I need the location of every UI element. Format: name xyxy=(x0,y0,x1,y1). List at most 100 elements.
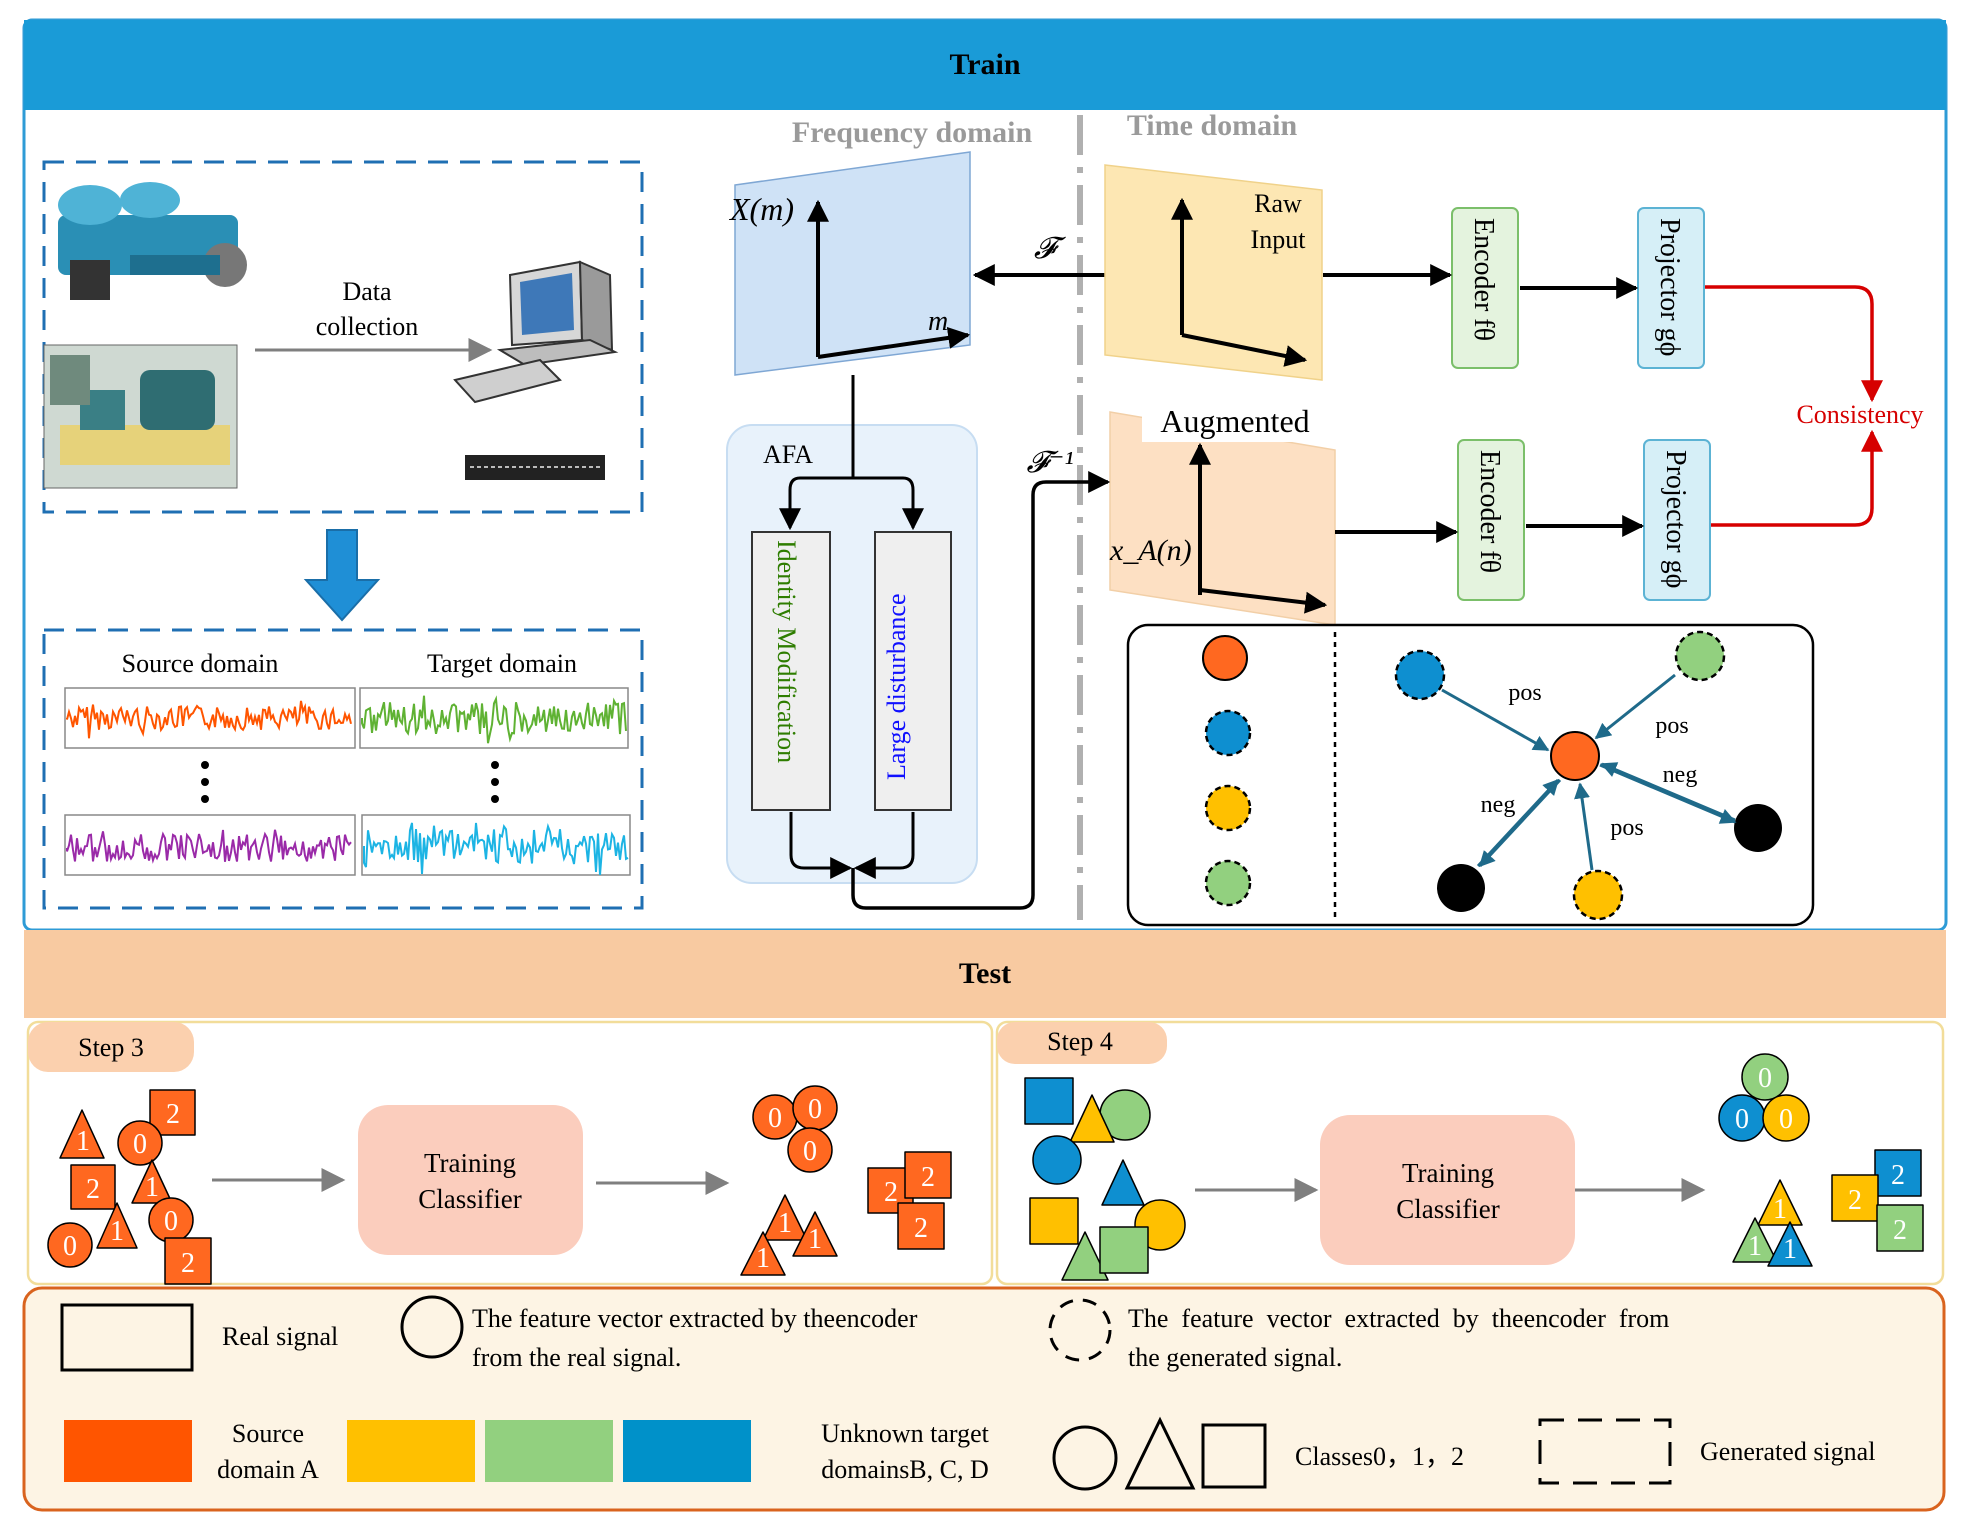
positive-green xyxy=(1674,630,1726,682)
signal-source-orange xyxy=(66,700,352,739)
step3-input-cluster: 1 2 0 2 1 1 0 0 2 xyxy=(47,1089,212,1285)
svg-text:0: 0 xyxy=(1779,1104,1793,1135)
time-domain-title: Time domain xyxy=(1127,109,1298,142)
data-collection-label-line2: collection xyxy=(316,312,419,341)
anchor-orange xyxy=(1550,731,1600,781)
svg-text:0: 0 xyxy=(768,1103,782,1134)
raw-input-plane xyxy=(1104,164,1323,381)
svg-text:0: 0 xyxy=(808,1094,822,1125)
svg-text:1: 1 xyxy=(1783,1234,1797,1265)
train-header-bar xyxy=(24,20,1946,110)
sample-orange xyxy=(1202,635,1248,681)
step4-classifier-label-line2: Classifier xyxy=(1396,1194,1499,1224)
step3-output-cluster: 0 0 0 1 1 1 2 2 2 xyxy=(740,1085,952,1276)
gearbox-rig-image xyxy=(50,175,255,325)
step4-classifier-box xyxy=(1320,1115,1575,1265)
step3-classifier-box xyxy=(358,1105,583,1255)
legend-real-signal-label: Real signal xyxy=(222,1322,338,1351)
computer-icon xyxy=(453,260,619,480)
svg-text:2: 2 xyxy=(1893,1215,1907,1246)
legend-domain-a-line2: domain A xyxy=(217,1455,319,1484)
legend-domain-a-swatch xyxy=(64,1420,192,1482)
encoder-label-aug: Encoder fθ xyxy=(1474,450,1505,573)
svg-text:1: 1 xyxy=(110,1216,124,1247)
motor-bench-image xyxy=(43,344,238,489)
svg-text:1: 1 xyxy=(808,1224,822,1255)
data-collection-box xyxy=(42,160,644,514)
legend-gen-feature-line1: The feature vector extracted by theencod… xyxy=(1128,1304,1669,1333)
legend-unknown-targets-line2: domainsB, C, D xyxy=(821,1455,989,1484)
legend-gen-feature-circle xyxy=(1048,1298,1112,1362)
legend-real-feature-line2: from the real signal. xyxy=(472,1343,681,1372)
signal-target-green xyxy=(361,695,627,744)
pos-label-2: pos xyxy=(1655,713,1688,739)
identity-modification-box xyxy=(751,531,831,811)
step3-classifier-label-line2: Classifier xyxy=(418,1184,521,1214)
source-domain-label: Source domain xyxy=(122,649,279,678)
signal-target-cyan xyxy=(363,822,629,875)
svg-text:0: 0 xyxy=(1735,1104,1749,1135)
legend-class1-triangle-icon xyxy=(1124,1416,1196,1490)
signals-box xyxy=(42,628,644,910)
legend-real-feature-line1: The feature vector extracted by theencod… xyxy=(472,1304,918,1333)
svg-text:0: 0 xyxy=(63,1231,77,1262)
svg-text:2: 2 xyxy=(1848,1185,1862,1216)
legend-gen-feature-line2: the generated signal. xyxy=(1128,1343,1342,1372)
encoder-box-aug xyxy=(1457,439,1525,601)
freq-x-axis-label: m xyxy=(928,306,948,337)
svg-text:0: 0 xyxy=(164,1206,178,1237)
sample-yellow xyxy=(1204,784,1252,832)
inverse-fourier-path xyxy=(851,471,1111,910)
signal-source-purple xyxy=(66,829,352,864)
step3-label: Step 3 xyxy=(78,1033,144,1062)
svg-text:2: 2 xyxy=(914,1213,928,1244)
train-title: Train xyxy=(949,48,1020,81)
svg-text:2: 2 xyxy=(166,1099,180,1130)
projector-label-raw: Projector gϕ xyxy=(1654,218,1685,356)
negative-black-left xyxy=(1437,864,1485,912)
legend-real-feature-circle xyxy=(400,1295,464,1359)
step4-badge xyxy=(997,1022,1167,1064)
step4-output-cluster: 0 0 0 1 1 1 2 2 2 xyxy=(1718,1053,1924,1267)
legend-class2-square-icon xyxy=(1201,1423,1267,1489)
target-domain-label: Target domain xyxy=(427,649,577,678)
sample-blue xyxy=(1204,709,1252,757)
data-collection-label-line1: Data xyxy=(342,277,392,306)
svg-text:1: 1 xyxy=(1748,1231,1762,1262)
consistency-label: Consistency xyxy=(1796,400,1923,429)
ellipsis-dots-right xyxy=(491,761,499,803)
afa-label: AFA xyxy=(763,440,813,469)
legend-domain-b-swatch xyxy=(347,1420,475,1482)
raw-input-label-line2: Input xyxy=(1251,225,1307,254)
svg-text:0: 0 xyxy=(133,1129,147,1160)
svg-text:1: 1 xyxy=(1773,1194,1787,1225)
encoder-box-raw xyxy=(1451,207,1519,369)
neg-label-1: neg xyxy=(1663,762,1698,788)
svg-text:1: 1 xyxy=(756,1243,770,1274)
legend-domain-a-line1: Source xyxy=(232,1419,304,1448)
svg-text:2: 2 xyxy=(86,1174,100,1205)
consistency-arrow-bottom xyxy=(1711,429,1883,527)
svg-text:1: 1 xyxy=(778,1208,792,1239)
legend-domain-d-swatch xyxy=(623,1420,751,1482)
negative-black-right xyxy=(1734,804,1782,852)
positive-yellow xyxy=(1572,869,1624,921)
svg-text:2: 2 xyxy=(884,1177,898,1208)
svg-text:2: 2 xyxy=(181,1248,195,1279)
inverse-fourier-label: 𝓕⁻¹ xyxy=(1027,446,1074,479)
frequency-domain-title: Frequency domain xyxy=(792,116,1033,149)
test-header-bar xyxy=(24,930,1946,1018)
legend-generated-signal-swatch xyxy=(1538,1418,1672,1485)
test-title: Test xyxy=(959,957,1011,990)
legend-domain-c-swatch xyxy=(485,1420,613,1482)
legend-generated-signal-label: Generated signal xyxy=(1700,1437,1875,1466)
large-disturbance-box xyxy=(874,531,952,811)
pos-label-3: pos xyxy=(1610,815,1643,841)
large-disturbance-label: Large disturbance xyxy=(882,594,911,781)
step4-input-cluster xyxy=(1024,1077,1186,1281)
legend-unknown-targets-line1: Unknown target xyxy=(821,1419,990,1448)
svg-text:0: 0 xyxy=(803,1136,817,1167)
legend-real-signal-swatch xyxy=(60,1303,194,1372)
ellipsis-dots-left xyxy=(201,761,209,803)
